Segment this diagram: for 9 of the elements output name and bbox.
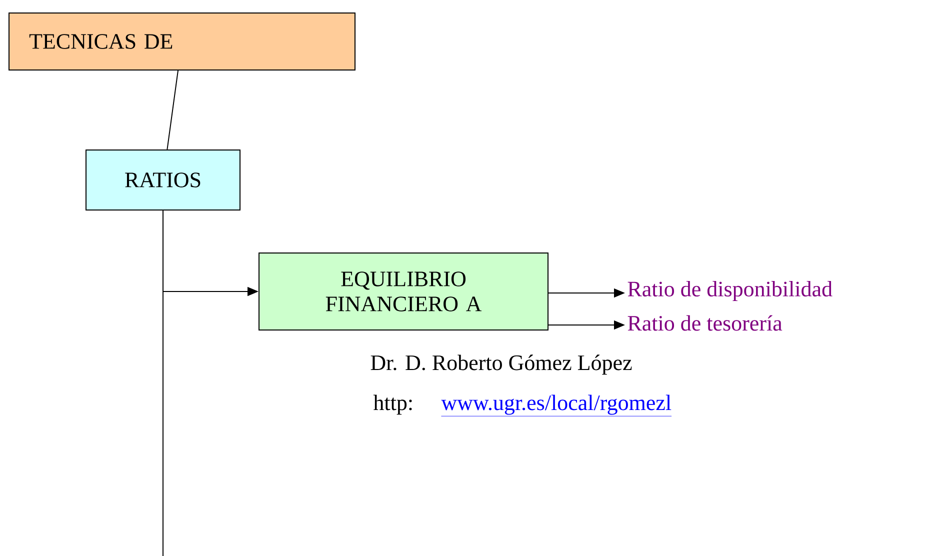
result-text: Ratio de tesorería — [628, 315, 782, 331]
link: www.ugr.es/local/rgomezl — [441, 394, 672, 416]
process-box: EQUILIBRIO FINANCIERO A — [258, 252, 548, 330]
url-prefix: http: — [373, 394, 412, 415]
connector — [166, 70, 179, 150]
author-name: Dr. D. Roberto Gómez López — [370, 354, 632, 375]
process-box: RATIOS — [86, 149, 240, 210]
result-text: Ratio de disponibilidad — [628, 281, 832, 301]
title-box: TECNICAS DE — [8, 12, 356, 70]
